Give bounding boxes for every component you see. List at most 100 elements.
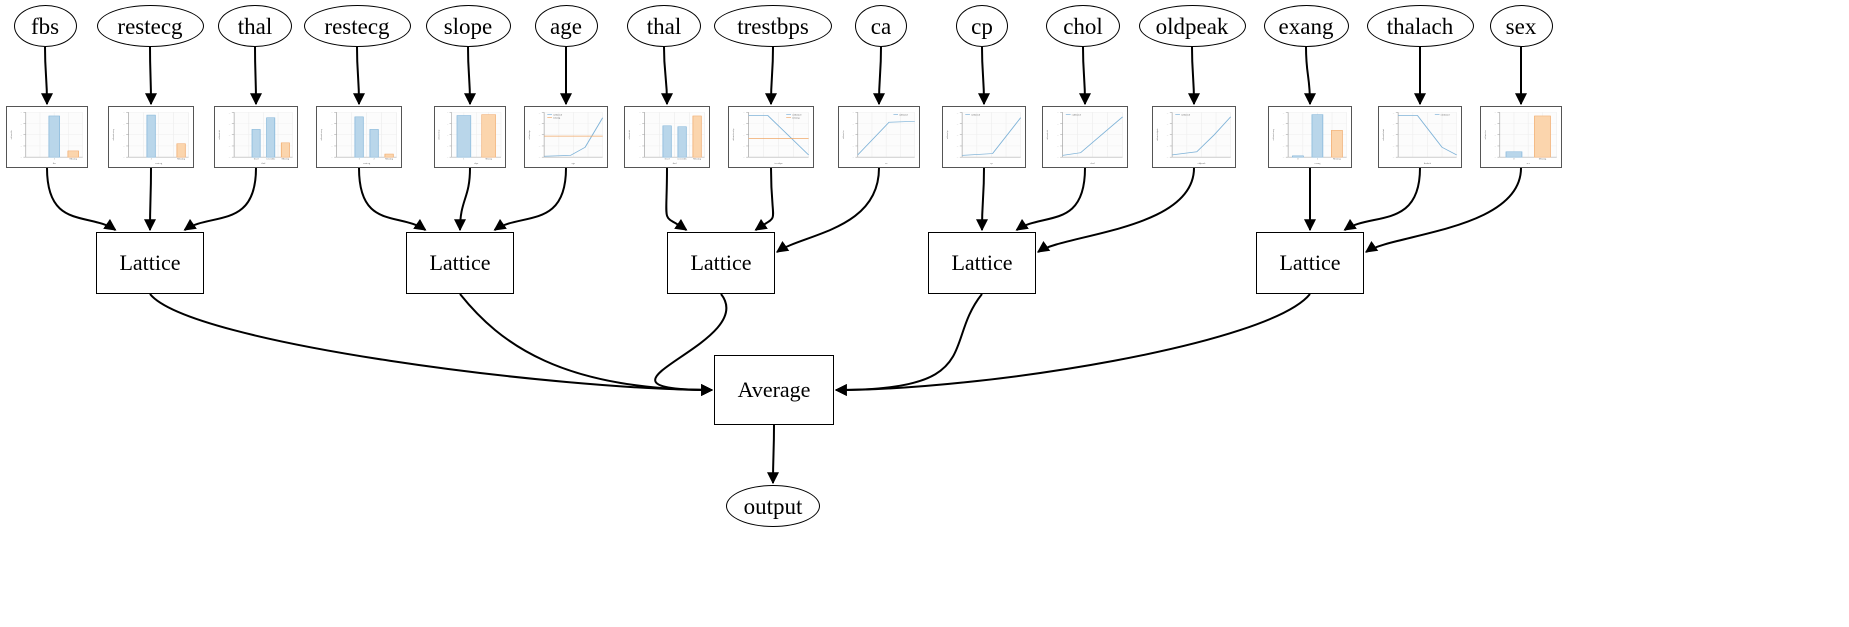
svg-text:–: – bbox=[1494, 157, 1497, 159]
feature-node-label: age bbox=[550, 13, 582, 39]
lattice-node-3[interactable]: Lattice bbox=[667, 232, 775, 294]
svg-text:–: – bbox=[638, 134, 641, 136]
svg-text:Missing: Missing bbox=[485, 158, 491, 161]
feature-node-fbs[interactable]: fbs bbox=[13, 5, 77, 47]
average-node[interactable]: Average bbox=[714, 355, 834, 425]
feature-node-thal1[interactable]: thal bbox=[218, 5, 292, 47]
svg-text:calibrated thal: calibrated thal bbox=[629, 130, 631, 140]
lattice-node-5[interactable]: Lattice bbox=[1256, 232, 1364, 294]
feature-node-slope[interactable]: slope bbox=[425, 5, 511, 47]
svg-text:–: – bbox=[122, 156, 125, 158]
svg-text:–: – bbox=[330, 134, 333, 136]
svg-text:–: – bbox=[446, 146, 449, 148]
svg-text:–: – bbox=[1392, 124, 1395, 126]
svg-text:calibrated age: calibrated age bbox=[528, 130, 531, 139]
feature-node-oldpeak[interactable]: oldpeak bbox=[1138, 5, 1246, 47]
svg-text:calibrated ca: calibrated ca bbox=[843, 130, 845, 139]
edge bbox=[459, 293, 714, 396]
svg-text:calibrated: calibrated bbox=[899, 115, 908, 117]
svg-text:–: – bbox=[1282, 112, 1285, 114]
svg-text:–: – bbox=[228, 124, 231, 126]
svg-text:calibrated: calibrated bbox=[1441, 115, 1450, 117]
svg-text:Missing: Missing bbox=[70, 158, 77, 161]
feature-node-cp[interactable]: cp bbox=[956, 5, 1008, 47]
lattice-node-2[interactable]: Lattice bbox=[406, 232, 514, 294]
svg-text:0: 0 bbox=[1513, 159, 1514, 161]
edge bbox=[665, 167, 688, 231]
svg-text:Missing: Missing bbox=[1333, 158, 1340, 160]
lattice-node-label: Lattice bbox=[690, 250, 752, 275]
svg-text:–: – bbox=[20, 135, 23, 137]
svg-text:–: – bbox=[228, 146, 231, 148]
svg-text:–: – bbox=[956, 124, 959, 126]
edge bbox=[46, 167, 117, 231]
svg-text:–: – bbox=[20, 146, 23, 148]
svg-text:–: – bbox=[20, 157, 23, 159]
svg-text:–: – bbox=[1166, 112, 1169, 114]
edge bbox=[1365, 167, 1522, 253]
svg-text:fbs: fbs bbox=[53, 162, 56, 165]
edge bbox=[1037, 167, 1195, 253]
feature-node-sex[interactable]: sex bbox=[1489, 5, 1553, 47]
feature-node-chol[interactable]: chol bbox=[1046, 5, 1120, 47]
feature-node-thal2[interactable]: thal bbox=[627, 5, 701, 47]
svg-text:–: – bbox=[1056, 123, 1059, 125]
feature-node-thalach[interactable]: thalach bbox=[1366, 5, 1474, 47]
svg-text:calibrated oldpeak: calibrated oldpeak bbox=[1157, 128, 1159, 141]
svg-text:–: – bbox=[1282, 157, 1285, 159]
feature-node-restecg2[interactable]: restecg bbox=[303, 5, 411, 47]
feature-node-label: cp bbox=[971, 13, 993, 39]
svg-text:1: 1 bbox=[54, 159, 55, 161]
svg-text:–: – bbox=[742, 134, 745, 136]
svg-text:thal: thal bbox=[673, 163, 677, 165]
feature-node-age[interactable]: age bbox=[534, 5, 598, 47]
svg-text:fixed: fixed bbox=[254, 158, 259, 160]
svg-text:fixed: fixed bbox=[665, 158, 670, 160]
feature-node-ca[interactable]: ca bbox=[855, 5, 907, 47]
svg-text:restecg: restecg bbox=[363, 163, 371, 165]
feature-node-restecg1[interactable]: restecg bbox=[96, 5, 204, 47]
feature-node-label: restecg bbox=[324, 13, 390, 39]
lattice-node-label: Lattice bbox=[119, 250, 181, 275]
edge bbox=[352, 46, 365, 106]
feature-node-label: fbs bbox=[30, 13, 60, 39]
svg-text:–: – bbox=[446, 124, 449, 126]
svg-text:Missing: Missing bbox=[693, 158, 701, 160]
feature-node-trestbps[interactable]: trestbps bbox=[714, 5, 832, 47]
svg-text:–: – bbox=[1392, 146, 1395, 148]
svg-text:–: – bbox=[1166, 124, 1169, 126]
output-node[interactable]: output bbox=[726, 485, 820, 527]
svg-text:–: – bbox=[742, 123, 745, 125]
svg-text:–: – bbox=[446, 157, 449, 159]
feature-node-exang[interactable]: exang bbox=[1263, 5, 1349, 47]
lattice-node-1[interactable]: Lattice bbox=[96, 232, 204, 294]
svg-text:calibrated restecg: calibrated restecg bbox=[320, 129, 323, 141]
lattice-node-4[interactable]: Lattice bbox=[928, 232, 1036, 294]
edge bbox=[493, 167, 567, 231]
svg-text:slope: slope bbox=[474, 163, 479, 165]
svg-text:–: – bbox=[122, 123, 125, 125]
